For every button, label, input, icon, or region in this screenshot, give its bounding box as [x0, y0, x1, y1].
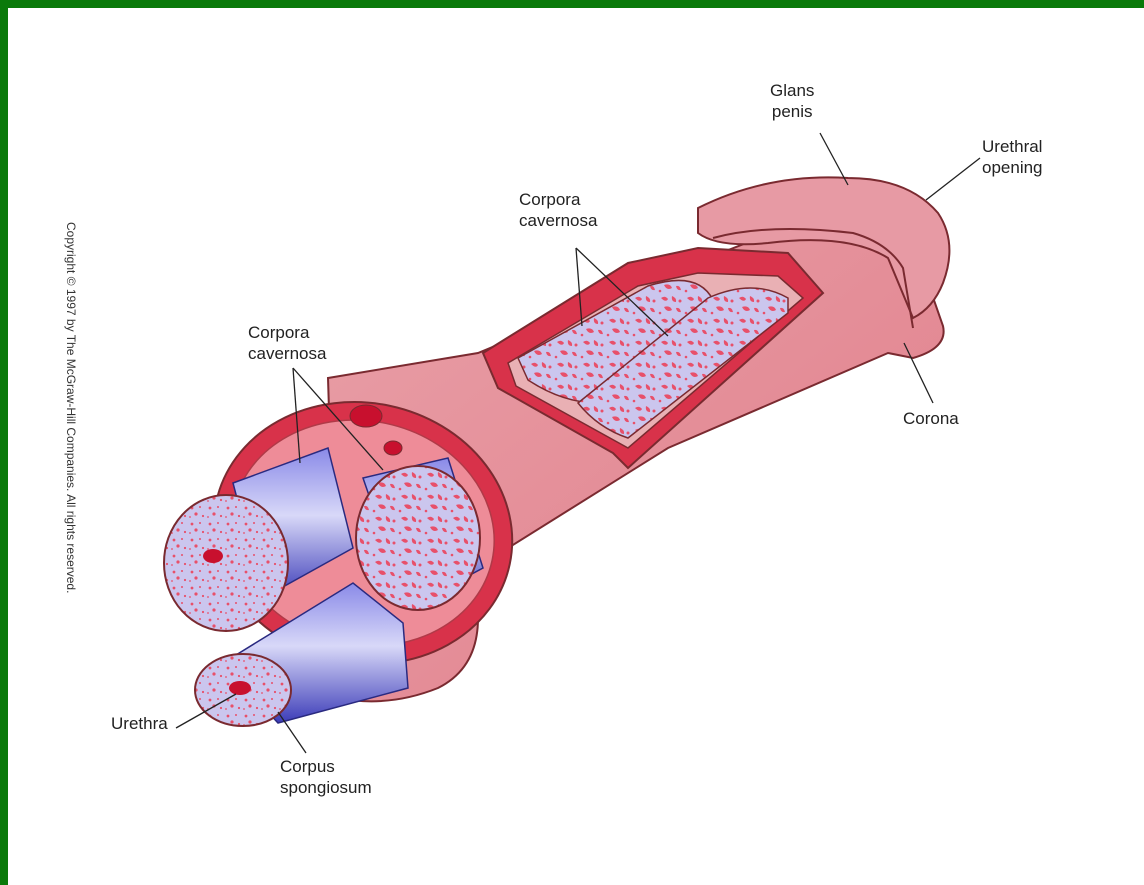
penis-anatomy-diagram	[8, 8, 1144, 885]
label-spongiosum-line1: Corpus	[280, 756, 372, 777]
label-urethral-line2: opening	[982, 157, 1043, 178]
copyright-notice: Copyright © 1997 by The McGraw-Hill Comp…	[64, 222, 78, 593]
label-urethra-text: Urethra	[111, 713, 168, 734]
label-corpora-cavernosa-top: Corpora cavernosa	[519, 189, 597, 231]
label-corpus-spongiosum: Corpus spongiosum	[280, 756, 372, 798]
figure-frame: Glans penis Urethral opening Corpora cav…	[8, 8, 1144, 885]
dorsal-artery	[384, 441, 402, 455]
label-corona: Corona	[903, 408, 959, 429]
urethra-lumen	[229, 681, 251, 695]
cavernosa-artery-left	[203, 549, 223, 563]
label-corona-text: Corona	[903, 408, 959, 429]
label-corpora-cavernosa-left: Corpora cavernosa	[248, 322, 326, 364]
label-urethral-line1: Urethral	[982, 136, 1043, 157]
label-glans-penis: Glans penis	[770, 80, 814, 122]
cavernosa-section-right	[356, 466, 480, 610]
label-cavernosa-top-line1: Corpora	[519, 189, 597, 210]
label-glans-line2: penis	[770, 101, 814, 122]
label-spongiosum-line2: spongiosum	[280, 777, 372, 798]
label-glans-line1: Glans	[770, 80, 814, 101]
label-urethral-opening: Urethral opening	[982, 136, 1043, 178]
dorsal-vein	[350, 405, 382, 427]
label-cavernosa-left-line1: Corpora	[248, 322, 326, 343]
label-cavernosa-top-line2: cavernosa	[519, 210, 597, 231]
leader-urethral-opening	[926, 158, 980, 200]
label-cavernosa-left-line2: cavernosa	[248, 343, 326, 364]
label-urethra: Urethra	[111, 713, 168, 734]
cavernosa-section-left	[164, 495, 288, 631]
